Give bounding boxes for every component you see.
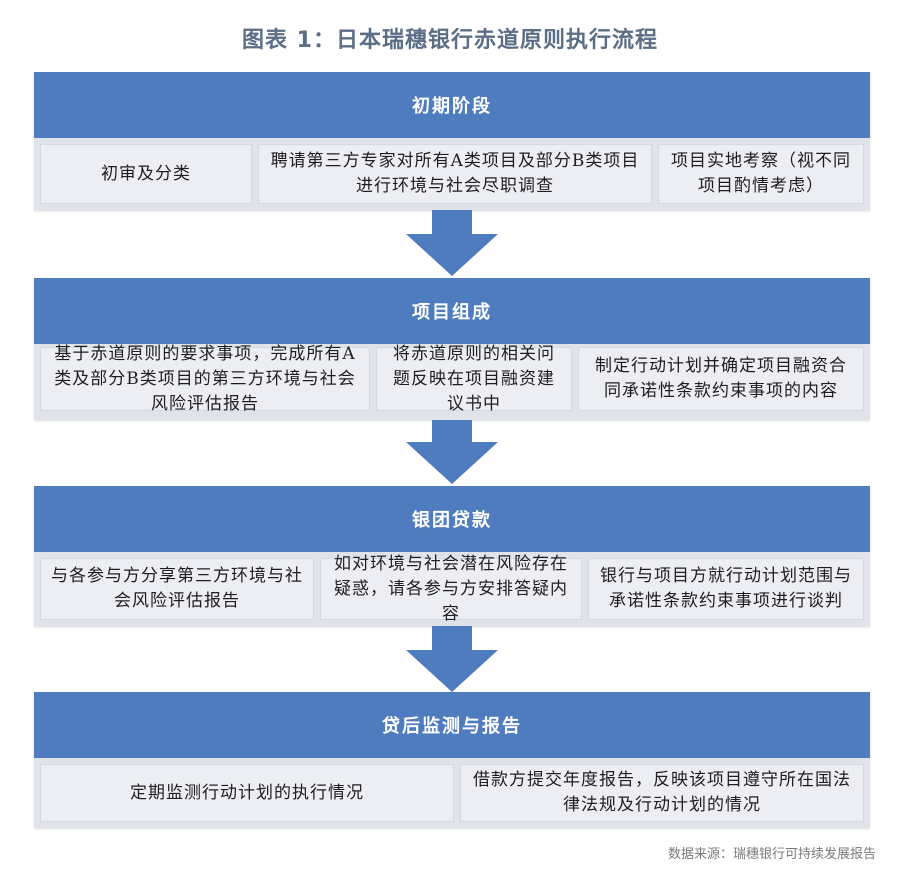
step-box: 聘请第三方专家对所有A类项目及部分B类项目进行环境与社会尽职调查 [258, 144, 652, 204]
stage-header: 银团贷款 [34, 486, 870, 552]
step-box: 银行与项目方就行动计划范围与承诺性条款约束事项进行谈判 [588, 558, 864, 620]
step-box: 借款方提交年度报告，反映该项目遵守所在国法律法规及行动计划的情况 [460, 764, 864, 822]
stage-header: 初期阶段 [34, 72, 870, 138]
step-box: 基于赤道原则的要求事项，完成所有A类及部分B类项目的第三方环境与社会风险评估报告 [40, 344, 370, 414]
flow-arrow [406, 420, 498, 484]
stage-steps: 初审及分类 聘请第三方专家对所有A类项目及部分B类项目进行环境与社会尽职调查 项… [34, 138, 870, 210]
stage-post-loan: 贷后监测与报告 定期监测行动计划的执行情况 借款方提交年度报告，反映该项目遵守所… [34, 692, 870, 828]
step-box: 项目实地考察（视不同项目酌情考虑） [658, 144, 864, 204]
step-box: 初审及分类 [40, 144, 252, 204]
step-box: 与各参与方分享第三方环境与社会风险评估报告 [40, 558, 314, 620]
stage-syndication: 银团贷款 与各参与方分享第三方环境与社会风险评估报告 如对环境与社会潜在风险存在… [34, 486, 870, 626]
stage-steps: 与各参与方分享第三方环境与社会风险评估报告 如对环境与社会潜在风险存在疑惑，请各… [34, 552, 870, 626]
stage-steps: 基于赤道原则的要求事项，完成所有A类及部分B类项目的第三方环境与社会风险评估报告… [34, 344, 870, 417]
stage-composition: 项目组成 基于赤道原则的要求事项，完成所有A类及部分B类项目的第三方环境与社会风… [34, 278, 870, 420]
stage-header: 贷后监测与报告 [34, 692, 870, 758]
source-note: 数据来源：瑞穗银行可持续发展报告 [667, 847, 876, 862]
stage-steps: 定期监测行动计划的执行情况 借款方提交年度报告，反映该项目遵守所在国法律法规及行… [34, 758, 870, 828]
diagram-title: 图表 1：日本瑞穗银行赤道原则执行流程 [242, 28, 658, 53]
step-box: 定期监测行动计划的执行情况 [40, 764, 454, 822]
stage-header: 项目组成 [34, 278, 870, 344]
stage-initial: 初期阶段 初审及分类 聘请第三方专家对所有A类项目及部分B类项目进行环境与社会尽… [34, 72, 870, 210]
flow-arrow [406, 626, 498, 692]
step-box: 将赤道原则的相关问题反映在项目融资建议书中 [376, 344, 572, 414]
step-box: 如对环境与社会潜在风险存在疑惑，请各参与方安排答疑内容 [320, 554, 582, 624]
flow-arrow [406, 210, 498, 276]
step-box: 制定行动计划并确定项目融资合同承诺性条款约束事项的内容 [578, 347, 864, 411]
